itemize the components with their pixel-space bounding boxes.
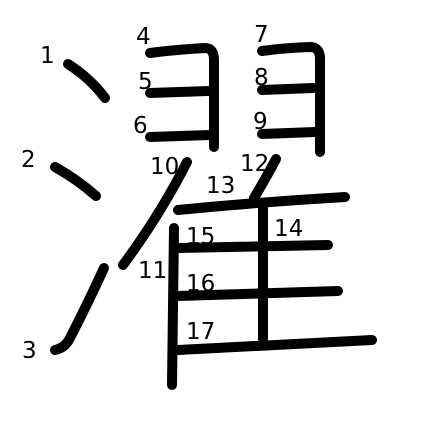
- stroke-1: [63, 59, 110, 103]
- stroke-6: [145, 130, 215, 142]
- stroke-number-9: 9: [253, 109, 268, 135]
- stroke-10: [118, 157, 192, 270]
- stroke-16: [173, 286, 343, 301]
- stroke-number-16: 16: [186, 271, 215, 297]
- stroke-3: [50, 263, 109, 355]
- stroke-5: [145, 86, 213, 98]
- stroke-11: [167, 223, 179, 390]
- stroke-number-17: 17: [186, 319, 215, 345]
- stroke-number-12: 12: [240, 151, 269, 177]
- stroke-number-5: 5: [138, 69, 153, 95]
- stroke-2: [50, 162, 101, 201]
- stroke-number-14: 14: [274, 216, 303, 242]
- stroke-number-1: 1: [40, 43, 55, 69]
- stroke-number-6: 6: [133, 113, 148, 139]
- stroke-7: [257, 42, 325, 157]
- stroke-number-13: 13: [206, 173, 235, 199]
- stroke-8: [257, 83, 318, 95]
- stroke-number-15: 15: [186, 224, 215, 250]
- stroke-12: [249, 154, 281, 203]
- stroke-number-11: 11: [138, 258, 167, 284]
- stroke-9: [257, 127, 320, 139]
- stroke-number-8: 8: [254, 65, 269, 91]
- stroke-number-2: 2: [21, 147, 36, 173]
- stroke-4: [145, 43, 219, 152]
- stroke-number-7: 7: [254, 22, 269, 48]
- stroke-17: [173, 335, 377, 355]
- stroke-number-4: 4: [136, 24, 151, 50]
- stroke-number-10: 10: [150, 154, 179, 180]
- stroke-15: [173, 240, 333, 253]
- stroke-number-3: 3: [22, 338, 37, 364]
